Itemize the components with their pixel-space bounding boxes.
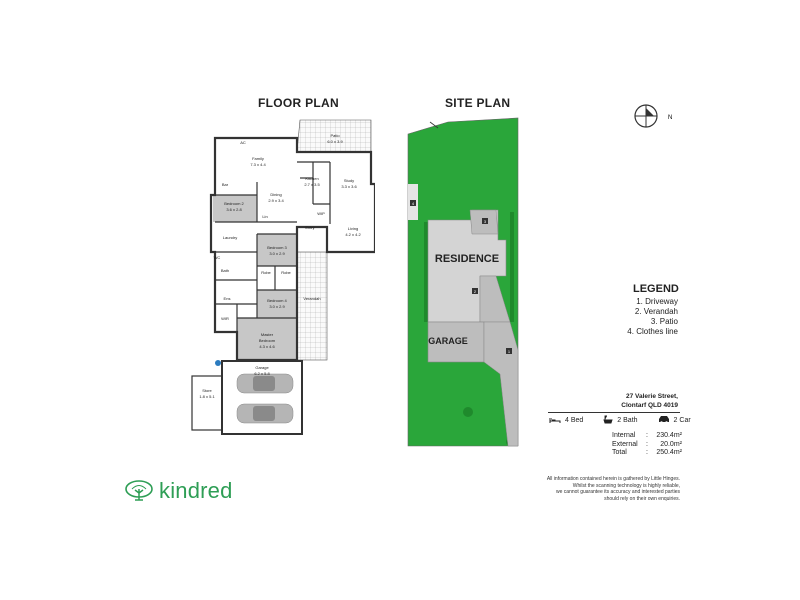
family-label: Family bbox=[252, 156, 264, 161]
area-stats: Internal : 230.4m² External : 20.0m² Tot… bbox=[612, 432, 682, 456]
brand-name: kindred bbox=[159, 478, 233, 503]
address-line-2: Clontarf QLD 4019 bbox=[621, 402, 678, 409]
disclaimer-line-1: All information contained herein is gath… bbox=[546, 476, 680, 482]
linen-label: Lin bbox=[262, 214, 267, 219]
total-label: Total bbox=[612, 449, 627, 456]
store-label: Store bbox=[202, 388, 212, 393]
master-label-2: Bedroom bbox=[259, 338, 276, 343]
bath-count: 2 Bath bbox=[617, 417, 638, 424]
wir-label: WIR bbox=[221, 316, 229, 321]
address-block: 27 Valerie Street, Clontarf QLD 4019 bbox=[548, 392, 678, 410]
total-value: 250.4m² bbox=[656, 449, 682, 456]
dining-size: 2.9 x 3.4 bbox=[268, 198, 284, 203]
features-row: 4 Bed 2 Bath 2 Car bbox=[549, 415, 691, 426]
disclaimer-line-3: we cannot guarantee its accuracy and int… bbox=[556, 489, 680, 495]
legend-title: LEGEND bbox=[633, 283, 679, 295]
garage-block bbox=[427, 321, 485, 363]
internal-label: Internal bbox=[612, 432, 636, 439]
marker-driveway: 1 bbox=[508, 349, 511, 354]
address-line-1: 27 Valerie Street, bbox=[625, 393, 678, 400]
bed-icon bbox=[549, 416, 561, 426]
family-size: 7.3 x 4.4 bbox=[250, 162, 266, 167]
laundry-label: Laundry bbox=[223, 235, 237, 240]
external-label: External bbox=[612, 440, 638, 448]
robe-label-2: Robe bbox=[281, 270, 291, 275]
car-icon bbox=[658, 415, 670, 426]
master-size: 4.3 x 4.6 bbox=[259, 344, 275, 349]
bath-label: Bath bbox=[221, 268, 229, 273]
bedroom3-label: Bedroom 3 bbox=[267, 245, 287, 250]
legend-list: 1. Driveway 2. Verandah 3. Patio 4. Clot… bbox=[578, 297, 678, 337]
bedroom3-size: 3.0 x 2.9 bbox=[269, 251, 285, 256]
garage-label: Garage bbox=[255, 365, 269, 370]
patio-label: Patio bbox=[330, 133, 340, 138]
legend-item-driveway: 1. Driveway bbox=[636, 297, 678, 306]
garage-size: 6.2 x 5.8 bbox=[254, 371, 270, 376]
site-plan-drawing: RESIDENCE GARAGE 1 2 3 4 bbox=[407, 117, 519, 447]
patio-size: 6.0 x 3.9 bbox=[327, 139, 343, 144]
legend-item-patio: 3. Patio bbox=[650, 317, 678, 326]
compass-icon: N bbox=[634, 104, 672, 128]
bedroom2-fill bbox=[213, 195, 257, 222]
disclaimer-line-2: Whilst the scanning technology is highly… bbox=[572, 482, 680, 489]
marker-clothes-line: 4 bbox=[412, 201, 415, 206]
bed-count: 4 Bed bbox=[565, 417, 584, 424]
marker-verandah: 2 bbox=[474, 289, 477, 294]
wip-label: WIP bbox=[317, 211, 325, 216]
marker-patio: 3 bbox=[484, 219, 487, 224]
bar-label: Bar bbox=[222, 182, 229, 187]
bedroom4-size: 3.0 x 2.9 bbox=[269, 304, 285, 309]
bath-icon bbox=[603, 415, 613, 426]
bedroom2-label: Bedroom 2 bbox=[224, 201, 244, 206]
site-plan-heading: SITE PLAN bbox=[445, 96, 511, 110]
disclaimer-line-4: should rely on their own enquiries. bbox=[604, 495, 680, 502]
ac-label: AC bbox=[240, 140, 246, 145]
car-count: 2 Car bbox=[673, 417, 691, 424]
master-fill bbox=[237, 318, 298, 360]
living-label: Living bbox=[348, 226, 358, 231]
study-size: 3.3 x 3.6 bbox=[341, 184, 357, 189]
dining-label: Dining bbox=[270, 192, 281, 197]
compass-north-label: N bbox=[668, 115, 672, 121]
master-label-1: Master bbox=[261, 332, 274, 337]
kitchen-label: Kitchen bbox=[305, 176, 318, 181]
brand-logo: kindred bbox=[124, 478, 233, 504]
wc-label: WC bbox=[214, 255, 221, 260]
residence-label: RESIDENCE bbox=[435, 253, 499, 265]
tree-logo-icon bbox=[125, 480, 153, 501]
legend-item-verandah: 2. Verandah bbox=[634, 307, 678, 316]
bedroom4-label: Bedroom 4 bbox=[267, 298, 287, 303]
external-value: 20.0m² bbox=[660, 440, 682, 448]
verandah-area bbox=[296, 251, 328, 361]
kitchen-size: 2.7 x 3.5 bbox=[304, 182, 320, 187]
bedroom3-fill bbox=[257, 234, 298, 266]
disclaimer: All information contained herein is gath… bbox=[500, 476, 680, 502]
study-label: Study bbox=[344, 178, 354, 183]
internal-value: 230.4m² bbox=[656, 432, 682, 439]
ensuite-label: Ens bbox=[224, 296, 231, 301]
floor-plan-drawing: Patio 6.0 x 3.9 Family 7.3 x 4.4 Dining … bbox=[191, 119, 375, 435]
store-size: 1.8 x 5.1 bbox=[199, 394, 215, 399]
verandah-label: Verandah bbox=[303, 296, 320, 301]
legend-item-clothes-line: 4. Clothes line bbox=[627, 327, 678, 336]
robe-label-1: Robe bbox=[261, 270, 271, 275]
bedroom4-fill bbox=[257, 290, 298, 318]
entry-label: Entry bbox=[305, 225, 314, 230]
bedroom2-size: 3.6 x 2.8 bbox=[226, 207, 242, 212]
floor-plan-heading: FLOOR PLAN bbox=[258, 96, 339, 110]
garage-label: GARAGE bbox=[428, 336, 468, 346]
divider bbox=[548, 412, 680, 413]
living-size: 4.2 x 4.2 bbox=[345, 232, 361, 237]
